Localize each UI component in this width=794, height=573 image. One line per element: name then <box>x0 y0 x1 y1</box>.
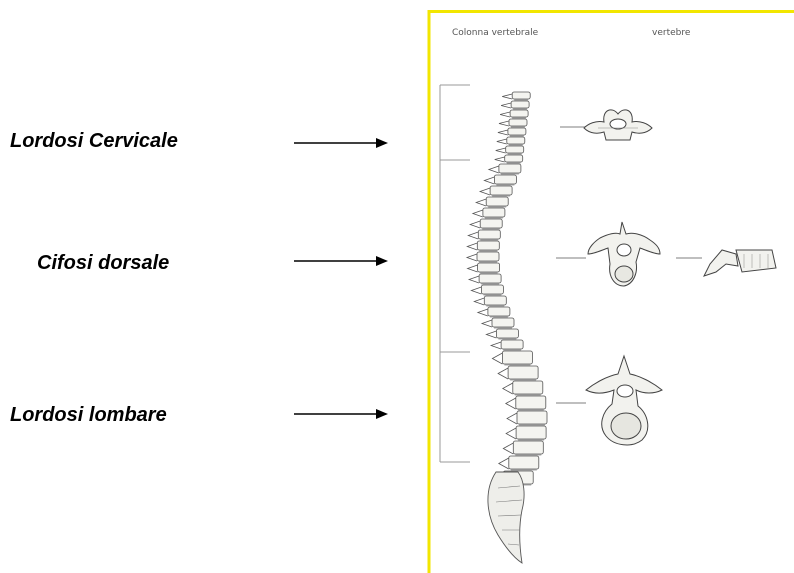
vertebra-process <box>467 254 477 261</box>
sacrum <box>488 472 524 563</box>
vertebra-body <box>507 137 525 144</box>
vertebra-process <box>489 166 499 173</box>
vertebra-process <box>484 177 494 184</box>
thoracic-vertebra-icon <box>588 222 660 286</box>
label-cifosi-dorsale: Cifosi dorsale <box>37 252 169 275</box>
vertebra-process <box>468 265 478 272</box>
vertebra-body <box>499 164 521 173</box>
vertebra-process <box>474 298 484 305</box>
vertebra-body <box>517 411 547 424</box>
arrow-dorsale <box>292 253 392 269</box>
vertebra-process <box>491 342 501 349</box>
vertebra-body <box>508 366 538 379</box>
vertebra-process <box>482 320 492 327</box>
vertebra-process <box>478 309 488 316</box>
vertebra-body <box>492 318 514 327</box>
vertebra-body <box>502 351 532 364</box>
vertebra-process <box>471 287 481 294</box>
vertebra-body <box>509 119 527 126</box>
header-colonna-vertebrale: Colonna vertebrale <box>452 28 538 38</box>
vertebra-body <box>478 230 500 239</box>
vertebra-process <box>507 413 517 424</box>
vertebra-process <box>498 130 508 135</box>
vertebra-process <box>500 112 510 117</box>
label-lordosi-lombare: Lordosi lombare <box>10 404 167 427</box>
vertebra-process <box>473 210 483 217</box>
vertebral-column <box>467 92 547 485</box>
vertebra-process <box>499 121 509 126</box>
spine-illustration-panel: Colonna vertebrale vertebre <box>426 10 794 573</box>
vertebra-process <box>468 232 478 239</box>
cervical-vertebra-icon <box>584 110 652 140</box>
vertebra-body <box>516 396 546 409</box>
vertebra-process <box>469 276 479 283</box>
vertebra-body <box>508 128 526 135</box>
vertebra-body <box>496 329 518 338</box>
vertebra-body <box>490 186 512 195</box>
vertebra-process <box>492 353 502 364</box>
vertebra-body <box>494 175 516 184</box>
vertebra-body <box>477 241 499 250</box>
thoracic-vertebra-side-icon <box>704 250 776 276</box>
vertebra-body <box>486 197 508 206</box>
arrow-cervicale <box>292 135 392 151</box>
vertebra-process <box>495 157 505 162</box>
vertebra-body <box>513 441 543 454</box>
vertebra-body <box>481 285 503 294</box>
header-vertebre: vertebre <box>652 28 690 38</box>
vertebra-process <box>506 398 516 409</box>
vertebra-process <box>502 94 512 99</box>
vertebra-process <box>476 199 486 206</box>
vertebra-body <box>512 92 530 99</box>
vertebra-body <box>506 146 524 153</box>
vertebra-body <box>477 252 499 261</box>
vertebra-body <box>483 208 505 217</box>
vertebra-process <box>503 383 513 394</box>
vertebra-process <box>470 221 480 228</box>
vertebra-body <box>510 110 528 117</box>
vertebra-process <box>480 188 490 195</box>
vertebra-body <box>501 340 523 349</box>
vertebra-process <box>503 443 513 454</box>
vertebra-process <box>506 428 516 439</box>
vertebra-body <box>505 155 523 162</box>
vertebra-process <box>496 148 506 153</box>
arrow-lombare <box>292 406 392 422</box>
vertebra-process <box>501 103 511 108</box>
region-bracket <box>440 85 470 462</box>
vertebra-process <box>486 331 496 338</box>
vertebra-process <box>498 368 508 379</box>
vertebra-process <box>499 458 509 469</box>
spine-illustration <box>426 10 794 573</box>
vertebra-process <box>467 243 477 250</box>
label-lordosi-cervicale: Lordosi Cervicale <box>10 130 178 153</box>
vertebra-body <box>488 307 510 316</box>
vertebra-body <box>513 381 543 394</box>
vertebra-body <box>480 219 502 228</box>
vertebra-body <box>478 263 500 272</box>
vertebra-process <box>497 139 507 144</box>
vertebra-body <box>479 274 501 283</box>
vertebra-body <box>511 101 529 108</box>
vertebra-body <box>516 426 546 439</box>
vertebra-body <box>509 456 539 469</box>
lumbar-vertebra-icon <box>586 356 662 445</box>
vertebra-body <box>484 296 506 305</box>
